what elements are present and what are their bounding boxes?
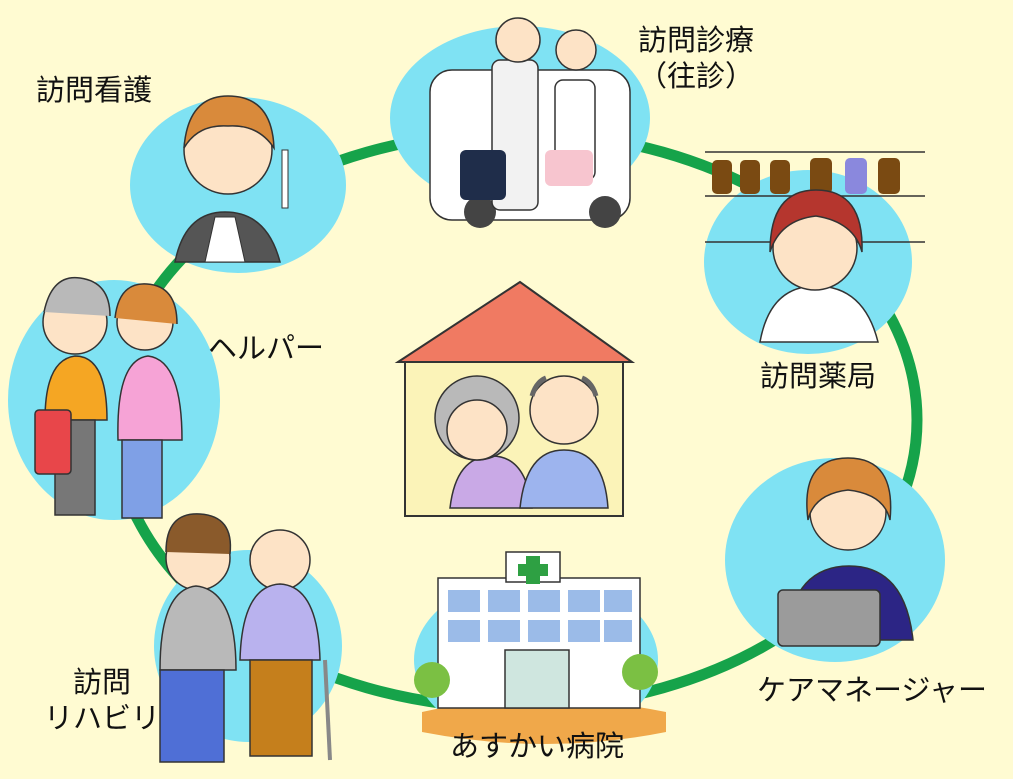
helper-node	[8, 276, 220, 520]
visiting-pharmacy-label: 訪問薬局	[760, 359, 877, 393]
pharmacist-icon	[705, 151, 925, 343]
visiting-rehab-node	[154, 513, 342, 763]
visiting-nurse-label: 訪問看護	[36, 73, 153, 107]
cross-icon	[518, 556, 548, 584]
nurse-icon	[174, 95, 289, 263]
care-manager-node	[725, 457, 945, 662]
hospital-label: あすかい病院	[450, 729, 625, 763]
doctor-and-van-icon	[429, 17, 631, 228]
hospital-node	[414, 551, 666, 744]
visiting-pharmacy-node	[704, 151, 925, 354]
visiting-rehab-label: 訪問 リハビリ	[44, 665, 161, 736]
elderly-couple-icon	[434, 375, 609, 509]
home-illustration	[394, 280, 636, 517]
house-call-node	[390, 17, 650, 228]
helper-icon	[34, 276, 183, 519]
house-call-label: 訪問診療 （往診）	[638, 23, 755, 94]
rehab-icon	[159, 513, 332, 763]
visiting-nurse-node	[130, 95, 346, 273]
care-manager-label: ケアマネージャー	[757, 673, 987, 707]
hospital-building-icon	[414, 551, 658, 709]
helper-label: ヘルパー	[208, 331, 325, 365]
care-manager-icon	[777, 457, 914, 647]
